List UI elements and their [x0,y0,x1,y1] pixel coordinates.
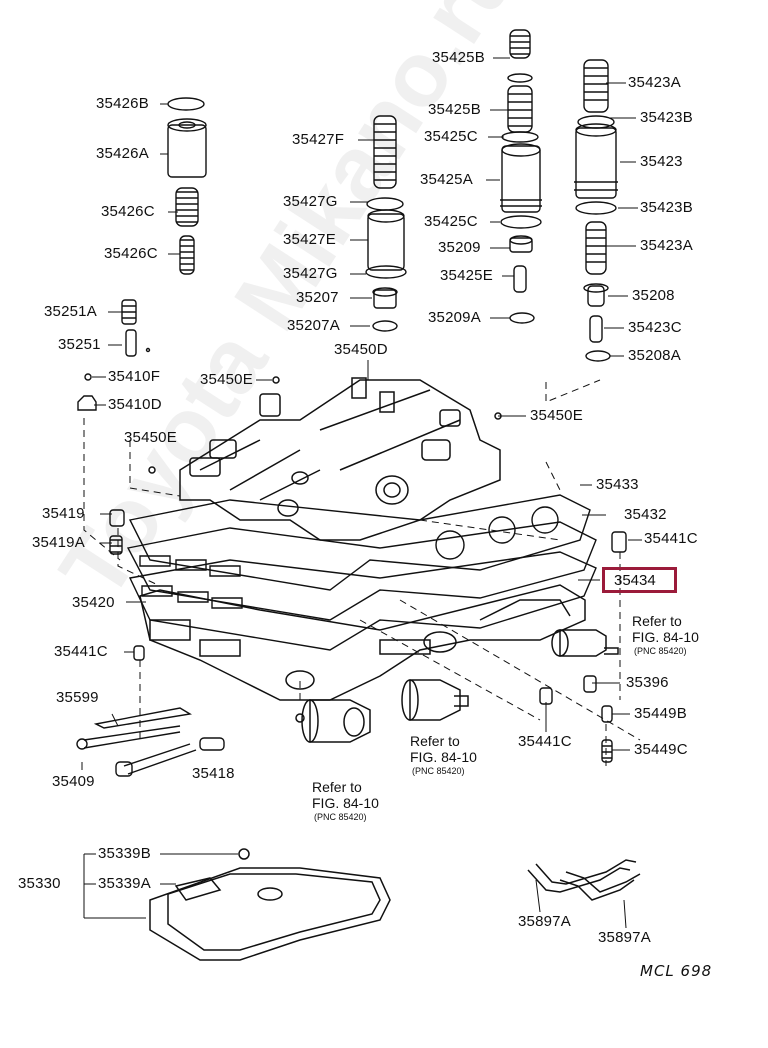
label-35420: 35420 [72,594,115,611]
label-35441c-right: 35441C [644,530,698,547]
label-35208a: 35208A [628,347,681,364]
label-35425c-upper: 35425C [424,128,478,145]
label-35425c-lower: 35425C [424,213,478,230]
leader-lines [81,57,642,929]
note-pnc: (PNC 85420) [412,766,465,776]
accumulator-35425 [500,29,542,324]
solenoid-left [295,699,371,743]
label-35427g-lower: 35427G [283,265,338,282]
accumulator-35423 [574,59,618,362]
drawing-code: MCL 698 [640,962,713,980]
filter-assembly-35426 [167,97,207,275]
note-fig: FIG. 84-10 [312,795,379,811]
label-35410d: 35410D [108,396,162,413]
label-35432: 35432 [624,506,667,523]
label-35434: 35434 [614,572,656,589]
label-35423b-lower: 35423B [640,199,693,216]
right-small-parts [539,531,627,763]
label-35423a-lower: 35423A [640,237,693,254]
label-35209: 35209 [438,239,481,256]
label-35330: 35330 [18,875,61,892]
solenoid-right [551,629,619,657]
gasket-35434 [128,551,597,651]
label-35427e: 35427E [283,231,336,248]
separator-plate-35433 [128,494,591,591]
accumulator-35427 [365,115,407,332]
label-35897a-left: 35897A [518,913,571,930]
label-35207a: 35207A [287,317,340,334]
label-35423c: 35423C [628,319,682,336]
label-35897a-right: 35897A [598,929,651,946]
note-refer: Refer to [312,779,362,795]
label-35425a: 35425A [420,171,473,188]
label-35409: 35409 [52,773,95,790]
label-35251: 35251 [58,336,101,353]
label-35339a: 35339A [98,875,151,892]
label-35441c-center: 35441C [518,733,572,750]
label-35423a-upper: 35423A [628,74,681,91]
label-35426c-upper: 35426C [101,203,155,220]
note-refer: Refer to [632,613,682,629]
label-35396: 35396 [626,674,669,691]
gasket-35432 [126,521,597,621]
label-35450e-left: 35450E [124,429,177,446]
label-35423: 35423 [640,153,683,170]
label-35208: 35208 [632,287,675,304]
highlighted-part-box[interactable]: 35434 [602,567,677,593]
label-35425e: 35425E [440,267,493,284]
label-35209a: 35209A [428,309,481,326]
label-35418: 35418 [192,765,235,782]
oil-pipes [527,859,641,901]
solenoid-center [401,679,469,721]
label-35419a: 35419A [32,534,85,551]
label-35426b: 35426B [96,95,149,112]
label-35251a: 35251A [44,303,97,320]
note-fig: FIG. 84-10 [410,749,477,765]
label-35441c-left: 35441C [54,643,108,660]
label-35450d: 35450D [334,341,388,358]
label-35339b: 35339B [98,845,151,862]
label-35207: 35207 [296,289,339,306]
label-35425b-lower: 35425B [428,101,481,118]
note-pnc: (PNC 85420) [314,812,367,822]
lower-valve-body [139,584,586,701]
upper-valve-body [148,376,502,541]
label-35425b-upper: 35425B [432,49,485,66]
label-35449b: 35449B [634,705,687,722]
left-small-parts [77,299,151,661]
note-refer: Refer to [410,733,460,749]
label-35410f: 35410F [108,368,161,385]
oil-strainer [149,848,391,961]
label-35599: 35599 [56,689,99,706]
label-35427f: 35427F [292,131,345,148]
label-35450e-top: 35450E [200,371,253,388]
label-35433: 35433 [596,476,639,493]
detent-parts [76,707,225,777]
note-pnc: (PNC 85420) [634,646,687,656]
label-35449c: 35449C [634,741,688,758]
label-35419: 35419 [42,505,85,522]
note-fig: FIG. 84-10 [632,629,699,645]
label-35427g-upper: 35427G [283,193,338,210]
label-35423b-upper: 35423B [640,109,693,126]
label-35426c-lower: 35426C [104,245,158,262]
label-35426a: 35426A [96,145,149,162]
label-35450e-right: 35450E [530,407,583,424]
